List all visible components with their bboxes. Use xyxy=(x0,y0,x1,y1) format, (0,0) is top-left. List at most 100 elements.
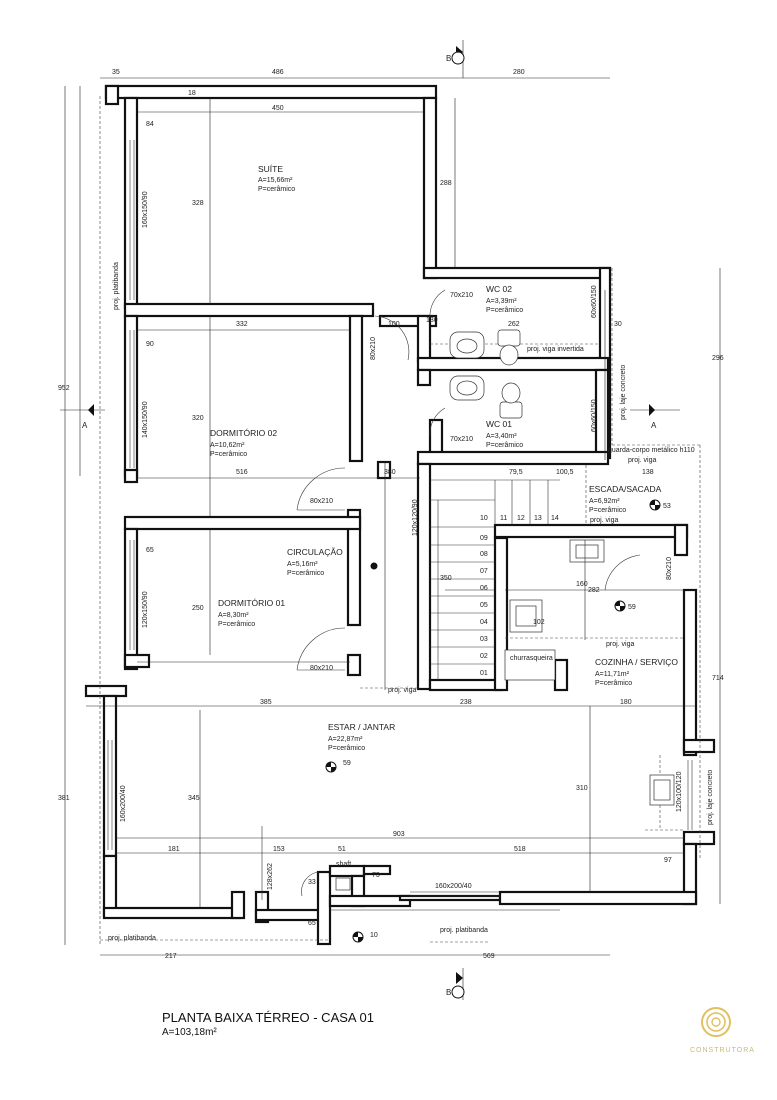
stairs xyxy=(430,479,560,680)
opening-label: 70x210 xyxy=(450,292,473,299)
dim-label: 486 xyxy=(272,69,284,76)
dim-label: 250 xyxy=(192,605,204,612)
dim-label: 10 xyxy=(480,515,488,522)
opening-label: 60x60/150 xyxy=(591,399,598,432)
room-area-circulacao: A=5,16m² xyxy=(287,561,318,568)
walls xyxy=(84,84,716,946)
dim-label: 13 xyxy=(534,515,542,522)
dim-label: 73 xyxy=(372,872,380,879)
dim-label: 516 xyxy=(236,469,248,476)
dim-label: 518 xyxy=(514,846,526,853)
opening-label: 120x120/90 xyxy=(412,499,419,536)
dim-label: 450 xyxy=(272,105,284,112)
opening-label: 160x200/40 xyxy=(120,785,127,822)
dim-label: 385 xyxy=(260,699,272,706)
dim-label: 160 xyxy=(576,581,588,588)
room-floor-escada: P=cerâmico xyxy=(589,507,626,514)
dim-label: 217 xyxy=(165,953,177,960)
opening-label: 160x150/90 xyxy=(142,191,149,228)
opening-label: 128x262 xyxy=(267,863,274,890)
dim-label: 02 xyxy=(480,653,488,660)
dim-label: 288 xyxy=(440,180,452,187)
room-labels: SUÍTE A=15,66m² P=cerâmico WC 02 A=3,39m… xyxy=(210,164,678,752)
dim-label: 14 xyxy=(551,515,559,522)
dim-label: 381 xyxy=(58,795,70,802)
annotation-label: proj. viga xyxy=(606,641,635,648)
dim-label: 04 xyxy=(480,619,488,626)
room-area-wc01: A=3,40m² xyxy=(486,433,517,440)
opening-label: 80x210 xyxy=(310,498,333,505)
dim-label: 51 xyxy=(338,846,346,853)
dim-label: 952 xyxy=(58,385,70,392)
opening-label: 160x200/40 xyxy=(435,883,472,890)
dim-label: 100 xyxy=(388,321,400,328)
dim-label: 130 xyxy=(426,317,438,324)
annotation-label: shaft xyxy=(336,861,351,868)
level-markers: 53 59 59 10 xyxy=(325,499,671,943)
dim-label: 380 xyxy=(384,469,396,476)
section-a-left-label: A xyxy=(82,421,88,430)
dim-label: 100,5 xyxy=(556,469,574,476)
room-area-suite: A=15,66m² xyxy=(258,177,293,184)
opening-label: 140x150/90 xyxy=(142,401,149,438)
company-logo: CONSTRUTORA xyxy=(690,1007,755,1054)
annotation-label: proj. platibanda xyxy=(440,927,488,934)
room-floor-suite: P=cerâmico xyxy=(258,186,295,193)
dim-label: 12 xyxy=(517,515,525,522)
annotation-label: proj. laje concreto xyxy=(620,365,627,420)
room-name-dorm02: DORMITÓRIO 02 xyxy=(210,428,277,438)
dim-label: 138 xyxy=(642,469,654,476)
annotation-labels: proj. platibanda proj. platibanda proj. … xyxy=(108,262,714,942)
plan-total-area: A=103,18m² xyxy=(162,1027,217,1038)
section-b-top-label: B xyxy=(446,54,451,63)
dim-label: 97 xyxy=(664,857,672,864)
room-name-wc01: WC 01 xyxy=(486,419,512,429)
room-floor-dorm01: P=cerâmico xyxy=(218,621,255,628)
dim-label: 79,5 xyxy=(509,469,523,476)
room-floor-circulacao: P=cerâmico xyxy=(287,570,324,577)
level-marker-59b: 59 xyxy=(325,760,351,773)
dimension-lines xyxy=(64,77,721,956)
opening-label: 60x60/150 xyxy=(591,285,598,318)
dim-label: 238 xyxy=(460,699,472,706)
dim-label: 65 xyxy=(308,920,316,927)
room-name-circulacao: CIRCULAÇÃO xyxy=(287,547,343,557)
dim-label: 35 xyxy=(112,69,120,76)
room-floor-wc02: P=cerâmico xyxy=(486,307,523,314)
room-area-escada: A=6,92m² xyxy=(589,498,620,505)
dim-label: 296 xyxy=(712,355,724,362)
dim-label: 280 xyxy=(513,69,525,76)
windows xyxy=(107,140,693,900)
level-10: 10 xyxy=(370,932,378,939)
logo-text: CONSTRUTORA xyxy=(690,1047,755,1054)
dim-label: 03 xyxy=(480,636,488,643)
opening-label: 70x210 xyxy=(450,436,473,443)
room-name-escada: ESCADA/SACADA xyxy=(589,484,662,494)
room-area-cozinha: A=11,71m² xyxy=(595,671,630,678)
dim-label: 01 xyxy=(480,670,488,677)
level-53: 53 xyxy=(663,503,671,510)
dim-label: 345 xyxy=(188,795,200,802)
dim-label: 08 xyxy=(480,551,488,558)
room-name-wc02: WC 02 xyxy=(486,284,512,294)
dim-label: 09 xyxy=(480,535,488,542)
annotation-label: proj. platibanda xyxy=(113,262,120,310)
section-markers: B B A A xyxy=(60,40,680,1000)
level-59a: 59 xyxy=(628,604,636,611)
fixtures xyxy=(335,329,675,891)
annotation-label: proj. viga xyxy=(388,687,417,694)
dimension-labels: 35 486 280 450 84 18 288 328 952 296 714… xyxy=(58,69,724,960)
dim-label: 328 xyxy=(192,200,204,207)
opening-label: 80x210 xyxy=(666,557,673,580)
room-floor-wc01: P=cerâmico xyxy=(486,442,523,449)
dim-label: 30 xyxy=(614,321,622,328)
dim-label: 350 xyxy=(440,575,452,582)
level-59b: 59 xyxy=(343,760,351,767)
opening-label: 80x210 xyxy=(370,337,377,360)
dim-label: 903 xyxy=(393,831,405,838)
dim-label: 84 xyxy=(146,121,154,128)
dim-label: 569 xyxy=(483,953,495,960)
dim-label: 90 xyxy=(146,341,154,348)
room-name-dorm01: DORMITÓRIO 01 xyxy=(218,598,285,608)
